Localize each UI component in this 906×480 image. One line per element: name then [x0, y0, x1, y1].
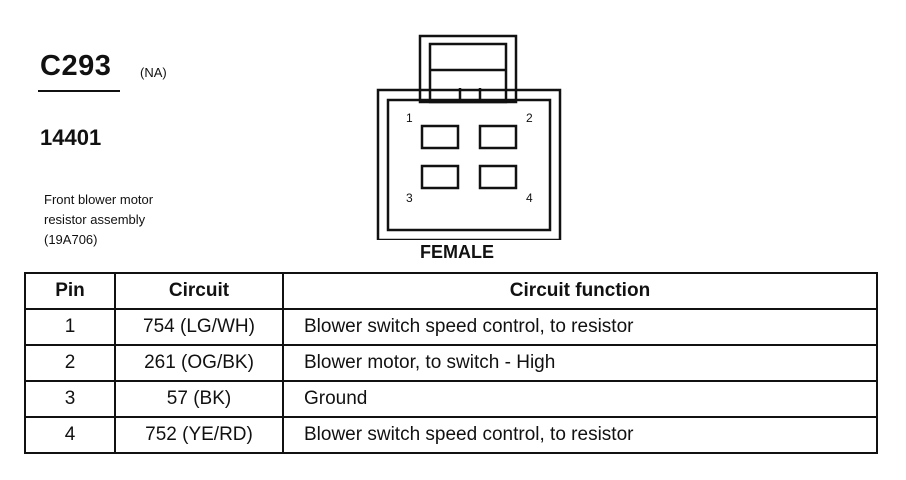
pin-cavity [478, 164, 518, 190]
column-header-pin: Pin [24, 272, 116, 310]
connector-id-underline [38, 90, 120, 92]
circuit-cell: 57 (BK) [114, 380, 284, 418]
pin-cell: 1 [24, 308, 116, 346]
pin-cell: 4 [24, 416, 116, 454]
circuit-cell: 752 (YE/RD) [114, 416, 284, 454]
table-header-row: Pin Circuit Circuit function [24, 272, 878, 310]
description-line: (19A706) [44, 232, 98, 247]
connector-housing-outer [376, 88, 562, 240]
pin-cavity [420, 124, 460, 150]
region-tag: (NA) [140, 65, 167, 80]
table-row: 2 261 (OG/BK) Blower motor, to switch - … [24, 344, 878, 382]
description-line: Front blower motor [44, 192, 154, 207]
circuit-cell: 261 (OG/BK) [114, 344, 284, 382]
table-row: 4 752 (YE/RD) Blower switch speed contro… [24, 416, 878, 454]
pin-cell: 3 [24, 380, 116, 418]
column-header-circuit-function: Circuit function [282, 272, 878, 310]
pin-label: 1 [406, 111, 413, 125]
pin-cell: 2 [24, 344, 116, 382]
connector-gender-label: FEMALE [420, 242, 494, 262]
function-cell: Blower switch speed control, to resistor [282, 416, 878, 454]
table-row: 1 754 (LG/WH) Blower switch speed contro… [24, 308, 878, 346]
function-cell: Ground [282, 380, 878, 418]
pin-cavity [478, 124, 518, 150]
connector-housing-inner [386, 98, 552, 232]
column-header-circuit: Circuit [114, 272, 284, 310]
pin-label: 3 [406, 191, 413, 205]
table-row: 3 57 (BK) Ground [24, 380, 878, 418]
connector-latch-inner [428, 42, 508, 104]
connector-id: C293 [40, 50, 112, 82]
circuit-cell: 754 (LG/WH) [114, 308, 284, 346]
part-number: 14401 [40, 125, 102, 150]
function-cell: Blower switch speed control, to resistor [282, 308, 878, 346]
function-cell: Blower motor, to switch - High [282, 344, 878, 382]
connector-description: Front blower motor resistor assembly (19… [44, 190, 234, 250]
pin-cavity [420, 164, 460, 190]
pinout-table: Pin Circuit Circuit function 1 754 (LG/W… [24, 272, 878, 454]
pin-label: 2 [526, 111, 533, 125]
description-line: resistor assembly [44, 212, 146, 227]
connector-face-diagram: 1 2 3 4 [376, 34, 562, 240]
pin-label: 4 [526, 191, 533, 205]
